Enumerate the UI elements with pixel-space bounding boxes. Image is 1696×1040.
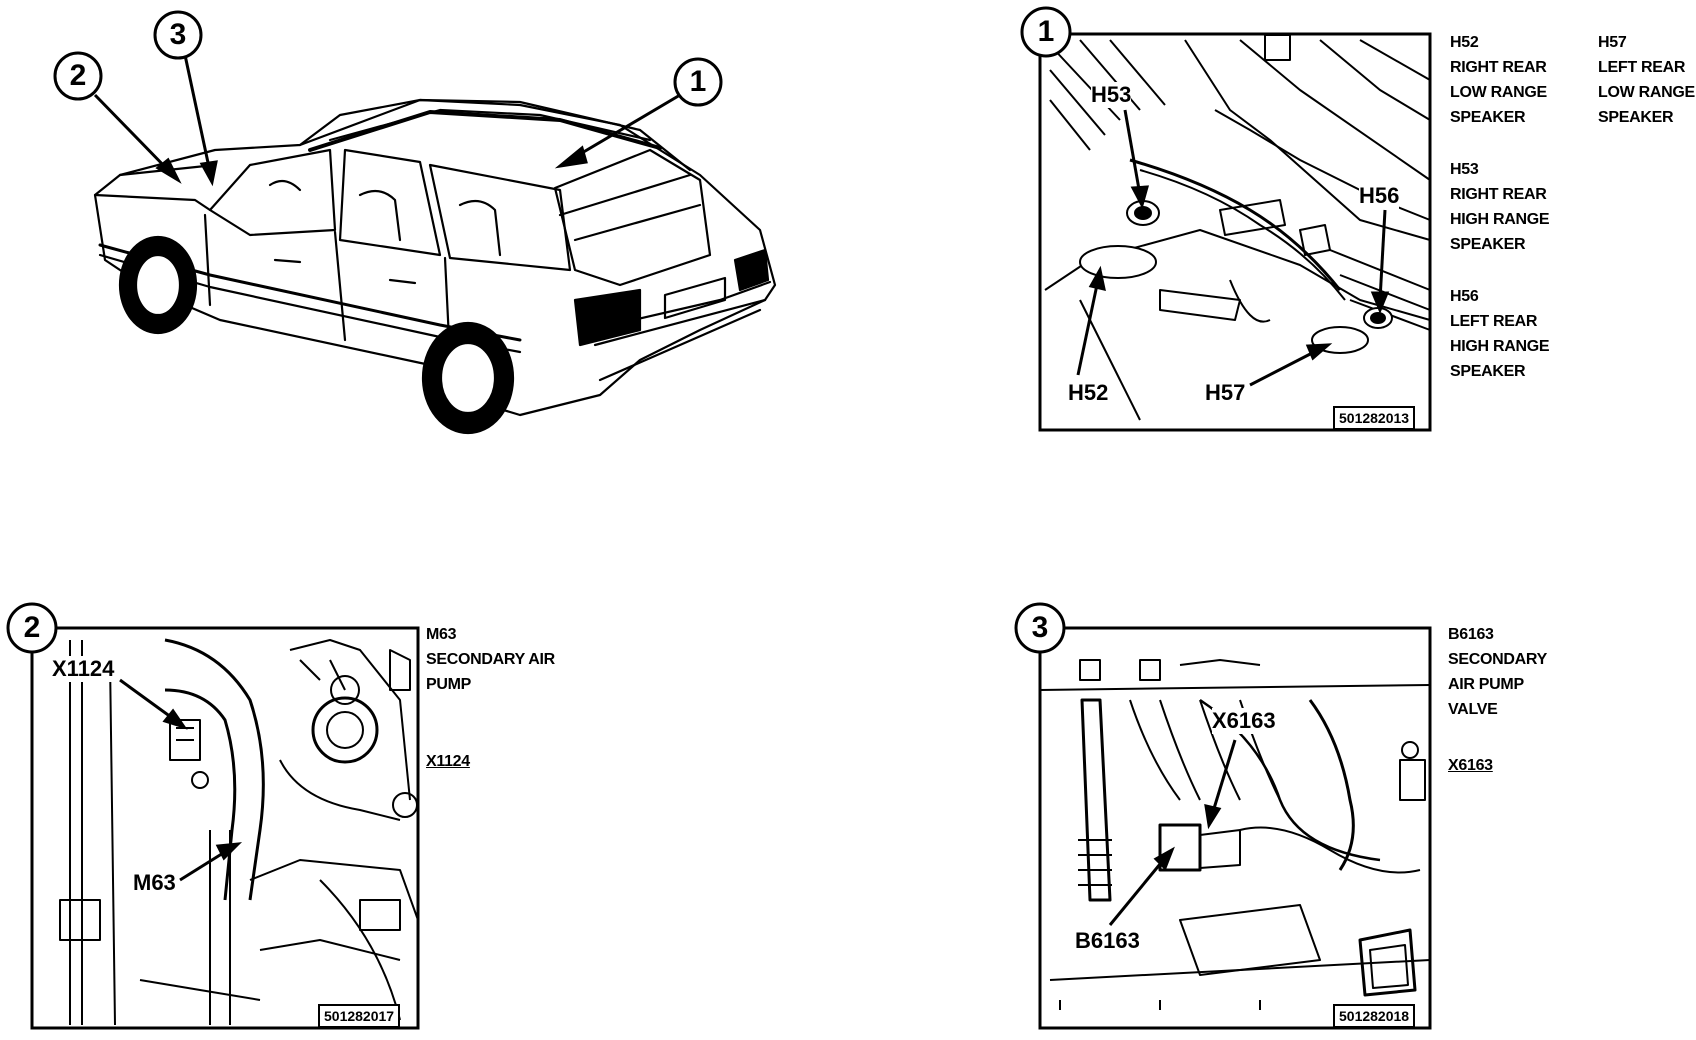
legend-line: SPEAKER bbox=[1450, 363, 1526, 380]
legend-line: LOW RANGE bbox=[1598, 84, 1695, 101]
panel-1-legend-h57: H57 LEFT REAR LOW RANGE SPEAKER bbox=[1598, 30, 1695, 130]
legend-line: LEFT REAR bbox=[1598, 59, 1686, 76]
legend-code: X1124 bbox=[426, 753, 470, 770]
legend-code: M63 bbox=[426, 626, 457, 643]
panel-1-number: 1 bbox=[1037, 15, 1055, 48]
panel-1-figure-id: 501282013 bbox=[1333, 406, 1416, 430]
legend-line: HIGH RANGE bbox=[1450, 211, 1550, 228]
panel-1-callout-h52: H52 bbox=[1068, 380, 1109, 405]
panel-2-callout-x1124: X1124 bbox=[52, 656, 115, 682]
panel-1-legend-h52: H52 RIGHT REAR LOW RANGE SPEAKER bbox=[1450, 30, 1547, 130]
legend-line: LOW RANGE bbox=[1450, 84, 1547, 101]
legend-line: SECONDARY bbox=[1448, 651, 1547, 668]
panel-3-callout-b6163: B6163 bbox=[1075, 928, 1140, 954]
panel-2-legend-m63: M63 SECONDARY AIR PUMP bbox=[426, 622, 555, 697]
legend-code: X6163 bbox=[1448, 757, 1493, 774]
legend-code: H57 bbox=[1598, 34, 1627, 51]
legend-code: H56 bbox=[1450, 288, 1479, 305]
overview-marker-1: 1 bbox=[689, 65, 707, 98]
panel-1-legend-h56: H56 LEFT REAR HIGH RANGE SPEAKER bbox=[1450, 284, 1550, 384]
legend-line: VALVE bbox=[1448, 701, 1498, 718]
legend-line: RIGHT REAR bbox=[1450, 59, 1547, 76]
legend-line: SPEAKER bbox=[1598, 109, 1674, 126]
legend-line: LEFT REAR bbox=[1450, 313, 1538, 330]
panel-3-figure-id: 501282018 bbox=[1333, 1004, 1416, 1028]
panel-1-callout-h56: H56 bbox=[1359, 183, 1400, 209]
legend-line: SECONDARY AIR bbox=[426, 651, 555, 668]
overview-marker-3: 3 bbox=[169, 18, 187, 51]
legend-line: PUMP bbox=[426, 676, 472, 693]
legend-line: HIGH RANGE bbox=[1450, 338, 1550, 355]
legend-line: AIR PUMP bbox=[1448, 676, 1524, 693]
panel-2-legend-x1124: X1124 bbox=[426, 749, 470, 774]
overview-marker-2: 2 bbox=[69, 59, 87, 92]
panel-1-legend-h53: H53 RIGHT REAR HIGH RANGE SPEAKER bbox=[1450, 157, 1550, 257]
panel-1-callout-h53: H53 bbox=[1091, 82, 1132, 108]
panel-1-callout-h57: H57 bbox=[1205, 380, 1246, 405]
panel-3-legend-x6163: X6163 bbox=[1448, 753, 1493, 778]
legend-line: RIGHT REAR bbox=[1450, 186, 1547, 203]
panel-3-callout-x6163: X6163 bbox=[1212, 708, 1276, 734]
legend-line: SPEAKER bbox=[1450, 236, 1526, 253]
legend-code: B6163 bbox=[1448, 626, 1494, 643]
panel-3-legend-b6163: B6163 SECONDARY AIR PUMP VALVE bbox=[1448, 622, 1547, 722]
legend-code: H52 bbox=[1450, 34, 1479, 51]
panel-2-callout-m63: M63 bbox=[133, 870, 176, 896]
panel-2-figure-id: 501282017 bbox=[318, 1004, 401, 1028]
panel-3-number: 3 bbox=[1031, 611, 1049, 644]
legend-line: SPEAKER bbox=[1450, 109, 1526, 126]
panel-2-number: 2 bbox=[23, 611, 41, 644]
legend-code: H53 bbox=[1450, 161, 1479, 178]
